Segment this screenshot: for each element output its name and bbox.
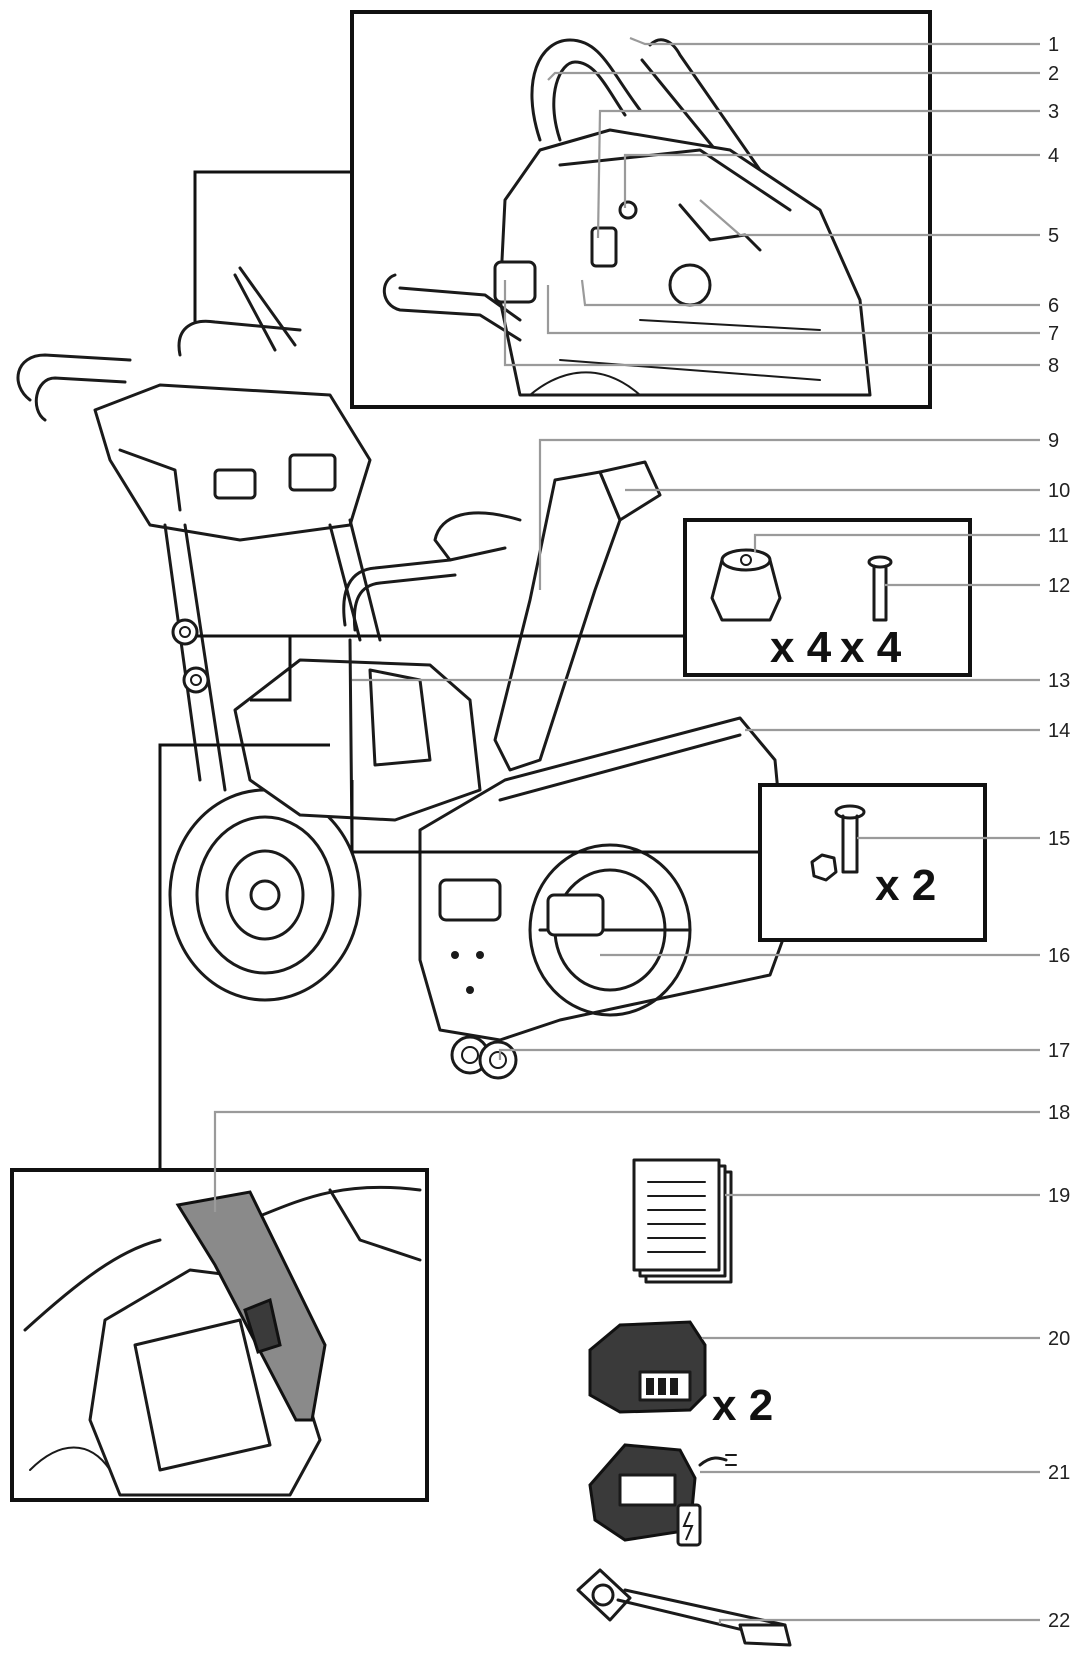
frame-knob-lower xyxy=(184,668,208,692)
callout-number-10: 10 xyxy=(1048,480,1070,502)
scraper-bracket xyxy=(452,1037,516,1078)
callout-number-17: 17 xyxy=(1048,1040,1070,1062)
frame-knob-upper xyxy=(173,620,197,644)
knob-icon xyxy=(712,550,780,620)
control-panel-inset xyxy=(352,12,930,407)
pin-quantity: x 4 xyxy=(840,623,902,672)
wheel xyxy=(170,790,360,1000)
callout-number-18: 18 xyxy=(1048,1102,1070,1124)
callout-number-2: 2 xyxy=(1048,63,1059,85)
callout-number-14: 14 xyxy=(1048,720,1070,742)
callout-number-8: 8 xyxy=(1048,355,1059,377)
callout-number-1: 1 xyxy=(1048,34,1059,56)
knob-pin-inset: x 4 x 4 xyxy=(685,520,970,675)
callout-number-12: 12 xyxy=(1048,575,1070,597)
callout-number-16: 16 xyxy=(1048,945,1070,967)
callout-number-20: 20 xyxy=(1048,1328,1070,1350)
bolt-nut-quantity: x 2 xyxy=(875,861,936,910)
callout-number-11: 11 xyxy=(1048,525,1069,547)
battery-cover-inset xyxy=(12,1170,427,1500)
bolt-nut-inset: x 2 xyxy=(760,785,985,940)
nut-icon xyxy=(812,855,836,880)
manual-document-icon xyxy=(634,1160,731,1282)
callout-number-19: 19 xyxy=(1048,1185,1070,1207)
callout-number-4: 4 xyxy=(1048,145,1059,167)
callout-number-22: 22 xyxy=(1048,1610,1070,1632)
callout-number-13: 13 xyxy=(1048,670,1070,692)
leader-line-17 xyxy=(500,1050,1040,1060)
battery-pack-icon xyxy=(590,1322,705,1412)
callout-number-7: 7 xyxy=(1048,323,1059,345)
callout-number-3: 3 xyxy=(1048,101,1059,123)
callout-number-21: 21 xyxy=(1048,1462,1070,1484)
inset-connector-top xyxy=(195,172,352,322)
callout-number-15: 15 xyxy=(1048,828,1070,850)
wrench-tool-icon xyxy=(578,1570,790,1645)
knob-quantity: x 4 xyxy=(770,623,832,672)
callout-number-6: 6 xyxy=(1048,295,1059,317)
callout-number-9: 9 xyxy=(1048,430,1059,452)
battery-quantity: x 2 xyxy=(712,1381,773,1430)
callout-number-5: 5 xyxy=(1048,225,1059,247)
bolt-nut-inset-frame xyxy=(760,785,985,940)
auger xyxy=(530,845,690,1015)
charger-icon xyxy=(590,1445,736,1545)
